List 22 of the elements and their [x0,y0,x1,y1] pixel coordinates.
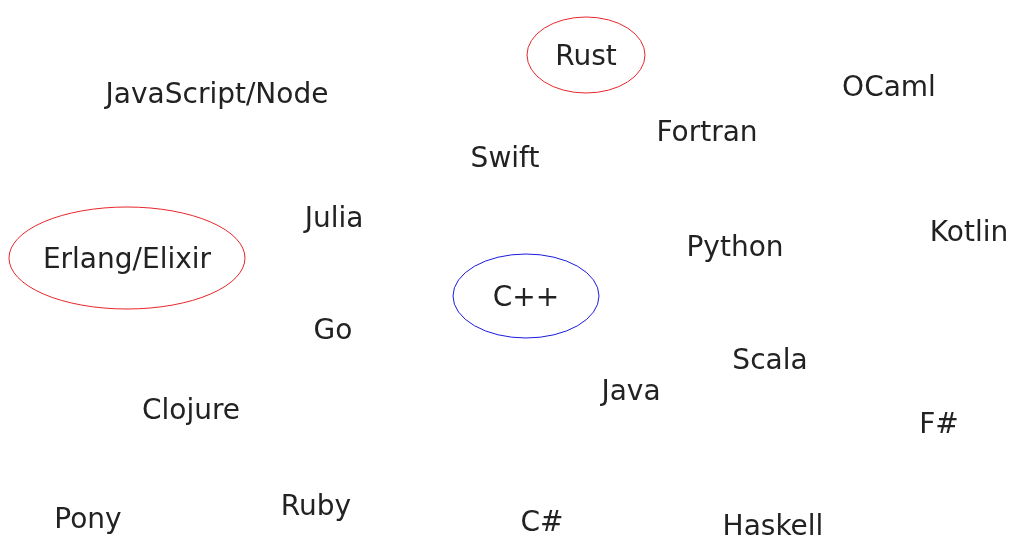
language-label: Haskell [722,508,824,540]
language-label: JavaScript/Node [105,76,329,110]
language-label: OCaml [842,69,936,103]
language-label: Go [313,312,353,346]
language-label: Fortran [656,114,758,148]
node-label: C++ [492,279,560,313]
ellipse-node [9,207,245,309]
language-label: Ruby [280,488,352,522]
language-label: Scala [732,342,808,376]
language-label: Julia [304,200,364,234]
language-label: F# [919,406,959,440]
language-label: C# [520,504,564,538]
language-label: Python [686,229,784,263]
language-label: Pony [54,501,122,535]
node-label: Erlang/Elixir [42,241,212,275]
ellipse-node [527,17,645,93]
language-label: Java [601,373,661,407]
language-label: Swift [470,140,540,174]
language-label: Clojure [141,392,241,426]
language-label: Kotlin [929,214,1009,248]
node-label: Rust [555,38,617,72]
ellipse-node [453,254,599,338]
